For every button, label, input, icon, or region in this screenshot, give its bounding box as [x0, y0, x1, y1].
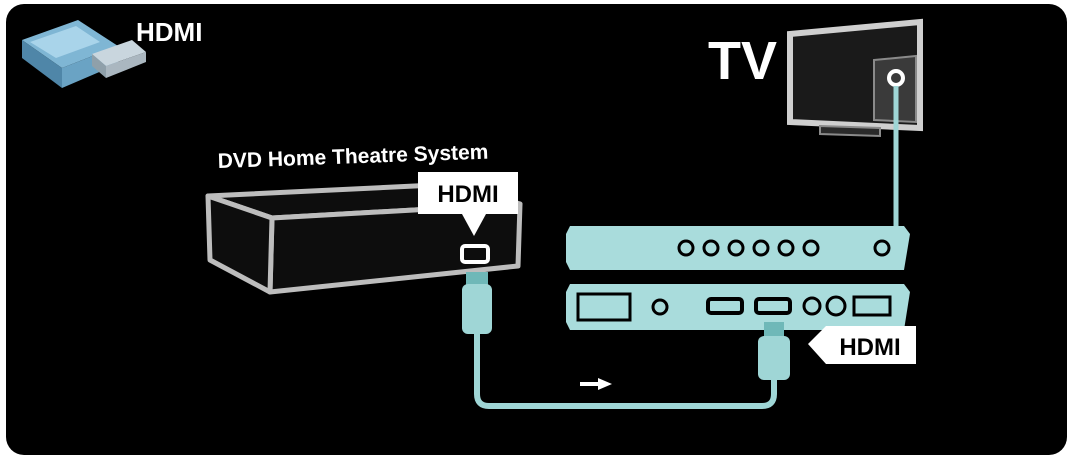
header-title: HDMI	[136, 17, 202, 47]
dvd-hdmi-port-icon	[460, 244, 490, 264]
dvd-hdmi-plug-icon	[462, 272, 492, 334]
hdmi-plug-icon	[22, 20, 146, 88]
tv-label: TV	[708, 31, 777, 91]
tv-hdmi-callout-text: HDMI	[839, 334, 900, 361]
tv-hdmi-plug-icon	[758, 322, 790, 380]
tv-panel-top	[566, 226, 910, 270]
dvd-device	[205, 181, 523, 295]
dvd-hdmi-callout-text: HDMI	[437, 181, 498, 208]
signal-arrow-icon	[580, 378, 612, 390]
hdmi-cable	[474, 332, 777, 409]
tv-panel-bottom	[566, 284, 910, 330]
tv-hdmi-callout	[808, 326, 916, 364]
dvd-hdmi-callout	[418, 172, 518, 236]
tv-icon	[787, 18, 923, 138]
